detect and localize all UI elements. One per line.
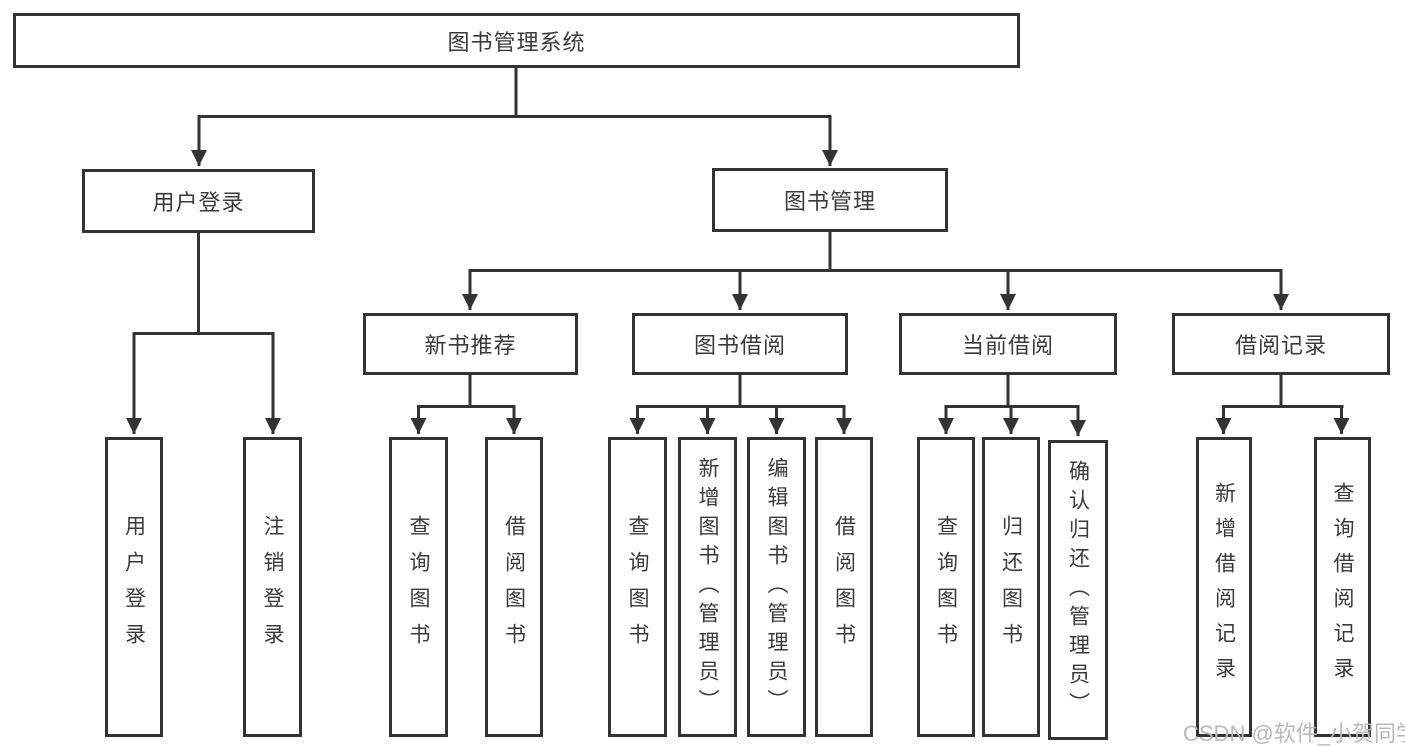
- node-label: 注销登录: [261, 515, 284, 659]
- node-current-borrow: 当前借阅: [899, 313, 1117, 375]
- node-label: 用户登录: [122, 515, 146, 659]
- node-label: 编辑图书（管理员）: [765, 456, 788, 718]
- leaf-borrow-books: 借阅图书: [815, 437, 873, 737]
- leaf-confirm-return-admin: 确认归还（管理员）: [1048, 440, 1108, 740]
- node-label: 查询借阅记录: [1331, 482, 1354, 692]
- node-label: 当前借阅: [961, 333, 1054, 358]
- node-label: 查询图书: [934, 515, 958, 659]
- leaf-edit-book-admin: 编辑图书（管理员）: [747, 437, 806, 737]
- leaf-add-borrow-record: 新增借阅记录: [1196, 437, 1252, 737]
- node-borrow-records: 借阅记录: [1172, 313, 1390, 375]
- node-label: 确认归还（管理员）: [1066, 459, 1090, 721]
- node-label: 图书管理: [783, 189, 876, 214]
- connector-records-stem: [1222, 375, 1344, 408]
- connector-userlogin-stem: [132, 233, 275, 335]
- leaf-user-login: 用户登录: [105, 437, 163, 737]
- node-label: 新书推荐: [424, 333, 517, 358]
- node-user-login: 用户登录: [82, 169, 315, 233]
- node-new-book-recommend: 新书推荐: [363, 313, 578, 375]
- node-book-management: 图书管理: [712, 168, 948, 232]
- node-label: 图书管理系统: [447, 29, 586, 55]
- node-label: 查询图书: [626, 515, 649, 659]
- node-label: 借阅图书: [832, 515, 856, 659]
- leaf-add-book-admin: 新增图书（管理员）: [678, 437, 737, 737]
- connector-currentborrow-stem: [944, 375, 1080, 408]
- connector-bookmgmt-stem: [468, 232, 1283, 272]
- node-label: 借阅记录: [1234, 333, 1327, 358]
- connector-newbook-stem: [417, 375, 516, 408]
- node-label: 新增图书（管理员）: [696, 456, 719, 718]
- leaf-query-books: 查询图书: [608, 437, 667, 737]
- leaf-query-books: 查询图书: [389, 437, 448, 737]
- node-label: 借阅图书: [502, 515, 526, 659]
- leaf-return-books: 归还图书: [982, 437, 1040, 737]
- node-label: 新增借阅记录: [1212, 482, 1236, 692]
- connector-bookborrow-stem: [636, 375, 846, 408]
- node-root-system: 图书管理系统: [13, 13, 1020, 68]
- node-label: 用户登录: [152, 190, 245, 215]
- leaf-borrow-books: 借阅图书: [485, 437, 543, 737]
- node-label: 图书借阅: [693, 333, 786, 358]
- node-label: 归还图书: [999, 515, 1023, 659]
- leaf-query-borrow-record: 查询借阅记录: [1314, 437, 1371, 737]
- leaf-query-books: 查询图书: [917, 437, 975, 737]
- connector-root-stem: [197, 68, 832, 118]
- leaf-logout: 注销登录: [243, 437, 302, 737]
- node-label: 查询图书: [407, 515, 430, 659]
- node-book-borrow: 图书借阅: [632, 313, 848, 375]
